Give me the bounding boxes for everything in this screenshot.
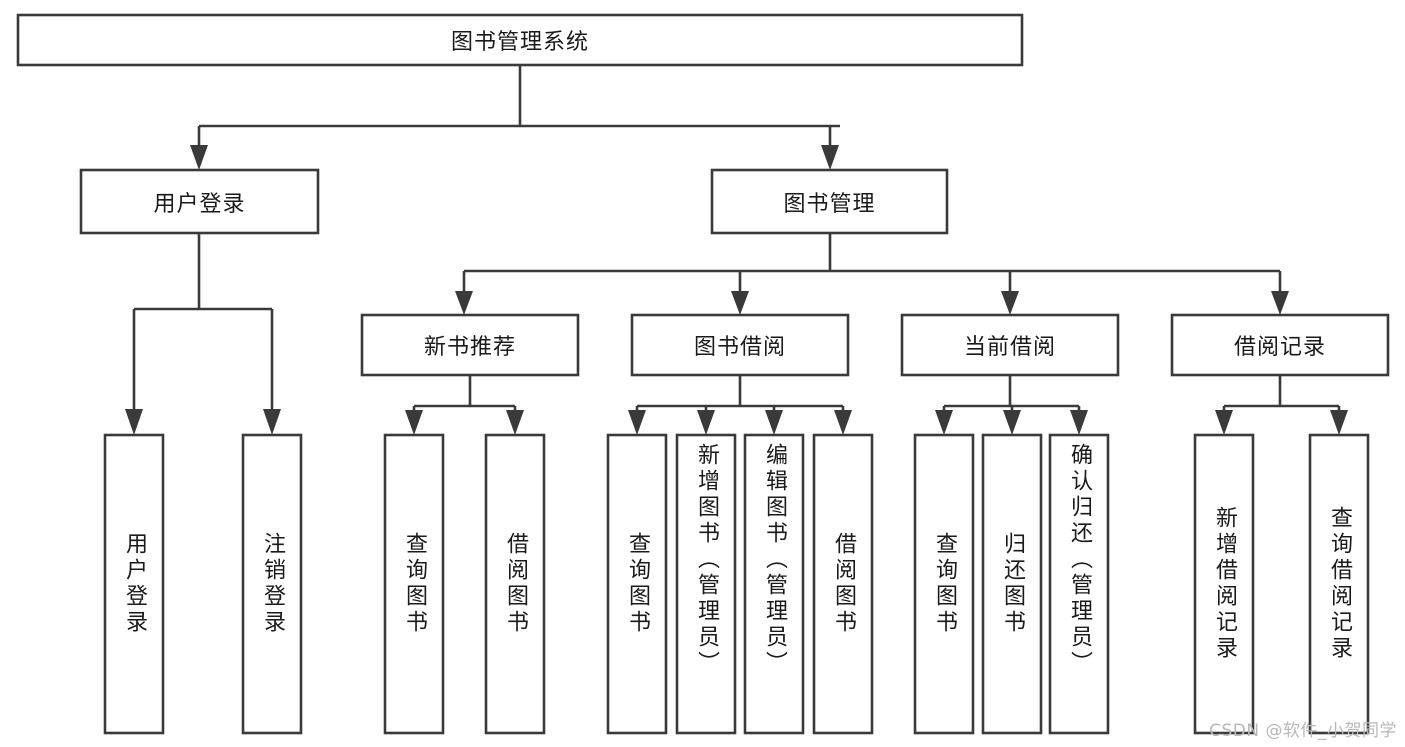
node-box-book-borrow[interactable] <box>630 313 850 377</box>
node-box-leaf-return-book[interactable] <box>981 433 1043 735</box>
connector-new-book-recommend-to-leaves <box>405 375 524 435</box>
node-box-new-book-recommend[interactable] <box>360 313 580 377</box>
node-box-leaf-add-borrow-record[interactable] <box>1193 433 1255 735</box>
node-box-user-login[interactable] <box>79 168 320 235</box>
connector-borrow-record-to-leaves <box>1215 375 1348 435</box>
node-box-leaf-query-book-current[interactable] <box>913 433 975 735</box>
node-box-leaf-user-logout[interactable] <box>241 433 303 735</box>
connector-root-to-level2 <box>190 65 840 170</box>
connector-book-management-to-level3 <box>455 233 1289 315</box>
node-box-root[interactable] <box>16 13 1024 67</box>
csdn-watermark: CSDN @软件_小贺同学 <box>1209 721 1397 741</box>
connector-book-borrow-to-leaves <box>628 375 852 435</box>
node-box-current-borrow[interactable] <box>900 313 1120 377</box>
node-box-leaf-query-book-recommend[interactable] <box>383 433 445 735</box>
node-box-leaf-confirm-return-admin[interactable] <box>1048 433 1110 735</box>
node-box-leaf-user-login[interactable] <box>103 433 165 735</box>
connector-user-login-to-leaves <box>125 233 281 435</box>
node-box-leaf-borrow-book[interactable] <box>812 433 874 735</box>
node-box-leaf-query-borrow-record[interactable] <box>1308 433 1370 735</box>
node-box-leaf-borrow-book-recommend[interactable] <box>484 433 546 735</box>
node-box-leaf-edit-book-admin[interactable] <box>743 433 805 735</box>
connector-current-borrow-to-leaves <box>935 375 1088 435</box>
node-box-leaf-add-book-admin[interactable] <box>675 433 737 735</box>
node-box-borrow-record[interactable] <box>1170 313 1390 377</box>
node-box-leaf-query-book-borrow[interactable] <box>606 433 668 735</box>
node-box-book-management[interactable] <box>710 168 949 235</box>
